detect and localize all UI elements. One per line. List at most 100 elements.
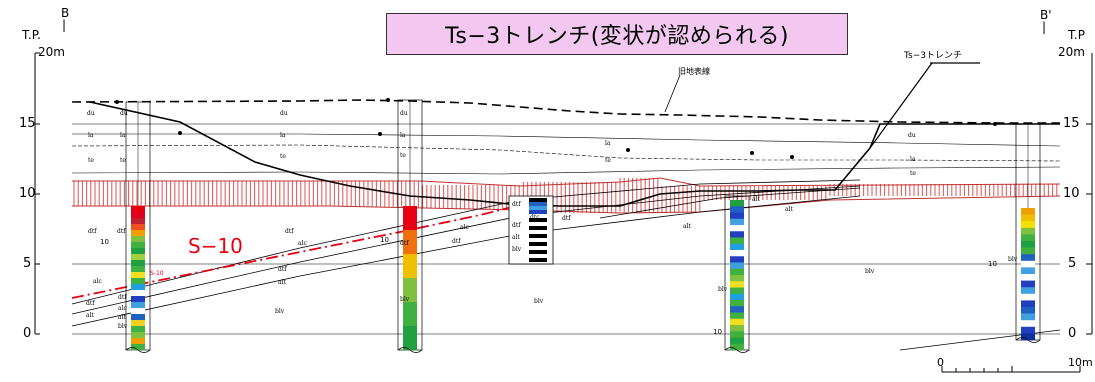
borehole-segment [1021, 221, 1035, 229]
borehole-depth-label: 10 [988, 260, 997, 268]
trench-outline [869, 62, 980, 149]
right-axis-tick-15: 15 [1063, 116, 1080, 131]
borehole-segment [1021, 280, 1035, 288]
geo-label-la: la [280, 132, 286, 139]
geo-label-alt: alt [512, 234, 520, 241]
borehole-segment [730, 318, 744, 326]
borehole-segment [131, 332, 145, 339]
borehole-segment [1021, 333, 1035, 341]
section-end-right: B' [1040, 8, 1052, 22]
geo-label-la: la [120, 132, 126, 139]
borehole-segment [131, 266, 145, 273]
geo-label-alt: alt [683, 223, 691, 230]
borehole-segment [131, 224, 145, 231]
borehole-segment [131, 230, 145, 237]
borehole-segment [730, 268, 744, 276]
borehole-segment [730, 275, 744, 282]
section-title: Ts−3トレンチ(変状が認められる) [386, 13, 848, 55]
geo-label-te: te [280, 153, 286, 160]
geo-label-alc: alc [298, 240, 307, 247]
inclined-bed-4 [599, 187, 861, 219]
geo-label-alt: alt [785, 206, 793, 213]
borehole [397, 99, 423, 353]
borehole-segment [131, 284, 145, 291]
borehole-segment [1021, 300, 1035, 308]
geo-label-du: du [400, 110, 408, 117]
geo-label-dtf: dtf [88, 228, 97, 235]
borehole-segment [730, 200, 744, 207]
geo-label-alt: alt [118, 314, 126, 321]
layer-boundary-te-lower [71, 166, 1061, 175]
borehole-segment [1021, 254, 1035, 262]
geo-label-blv: blv [865, 268, 875, 275]
borehole-segment [1021, 214, 1035, 222]
borehole-segment [403, 206, 417, 231]
borehole-segment [403, 230, 417, 255]
borehole-depth-label: 10 [713, 328, 722, 336]
geo-label-alc: alc [93, 278, 102, 285]
borehole-segment [1021, 267, 1035, 275]
geo-label-du: du [908, 132, 916, 139]
borehole-segment [131, 206, 145, 213]
axis-top-label: 20m [38, 45, 65, 59]
borehole-segment [1021, 274, 1035, 281]
geo-label-alt: alt [752, 196, 760, 203]
geo-label-blv: blv [275, 308, 285, 315]
borehole-depth-label: 10 [100, 238, 109, 246]
scale-bar [941, 366, 1081, 373]
geo-label-la: la [605, 140, 611, 147]
geo-label-dtf: dtf [278, 266, 287, 273]
borehole-segment [1021, 293, 1035, 301]
old-ground-surface-line [71, 99, 1060, 124]
geo-label-blv: blv [512, 246, 522, 253]
borehole-segment [131, 296, 145, 303]
fault-label-s10-small: S-10 [150, 270, 164, 277]
geo-label-alt: alt [86, 312, 94, 319]
borehole-segment [1021, 287, 1035, 295]
geo-label-dtf: dtf [400, 240, 409, 247]
borehole-segment [730, 212, 744, 220]
geo-label-blv: blv [534, 298, 544, 305]
borehole-segment [730, 343, 744, 351]
borehole-segment [730, 225, 744, 232]
borehole-segment [730, 325, 744, 332]
right-axis-unit-label: T.P [1068, 28, 1085, 42]
borehole-segment [131, 314, 145, 321]
geo-label-du: du [120, 110, 128, 117]
right-axis-tick-10: 10 [1063, 186, 1080, 201]
borehole-segment [730, 237, 744, 245]
borehole-segment [1021, 241, 1035, 248]
borehole-segment [730, 337, 744, 345]
layer-boundary-la-te [71, 144, 1061, 162]
borehole-segment [1021, 320, 1035, 328]
layer-boundary-du-la [72, 133, 1061, 147]
borehole-segment [403, 326, 417, 351]
borehole-segment [730, 206, 744, 213]
geo-label-te: te [605, 157, 611, 164]
borehole-segment [730, 256, 744, 263]
fault-label-s10: S−10 [188, 234, 243, 258]
boreholes [125, 99, 1041, 353]
borehole-segment [730, 262, 744, 270]
geo-label-dtf: dtf [118, 294, 127, 301]
borehole-segment [1021, 208, 1035, 215]
borehole-segment [403, 278, 417, 303]
borehole-segment [131, 212, 145, 219]
deformation-zone-hatching [72, 177, 1061, 214]
borehole-segment [131, 254, 145, 261]
right-axis-tick-0: 0 [1068, 326, 1077, 341]
borehole-segment [131, 260, 145, 267]
geo-label-dtf: dtf [86, 300, 95, 307]
geo-label-alt: alt [278, 279, 286, 286]
borehole-segment [131, 236, 145, 243]
borehole [1015, 123, 1041, 343]
geo-label-blv: blv [400, 296, 410, 303]
old-surface-leader [664, 74, 681, 113]
borehole-segment [131, 278, 145, 285]
geo-label-dtf: dtf [452, 238, 461, 245]
borehole-segment [730, 281, 744, 288]
borehole-segment [1021, 227, 1035, 235]
borehole-segment [730, 287, 744, 295]
borehole-segment [1021, 247, 1035, 255]
